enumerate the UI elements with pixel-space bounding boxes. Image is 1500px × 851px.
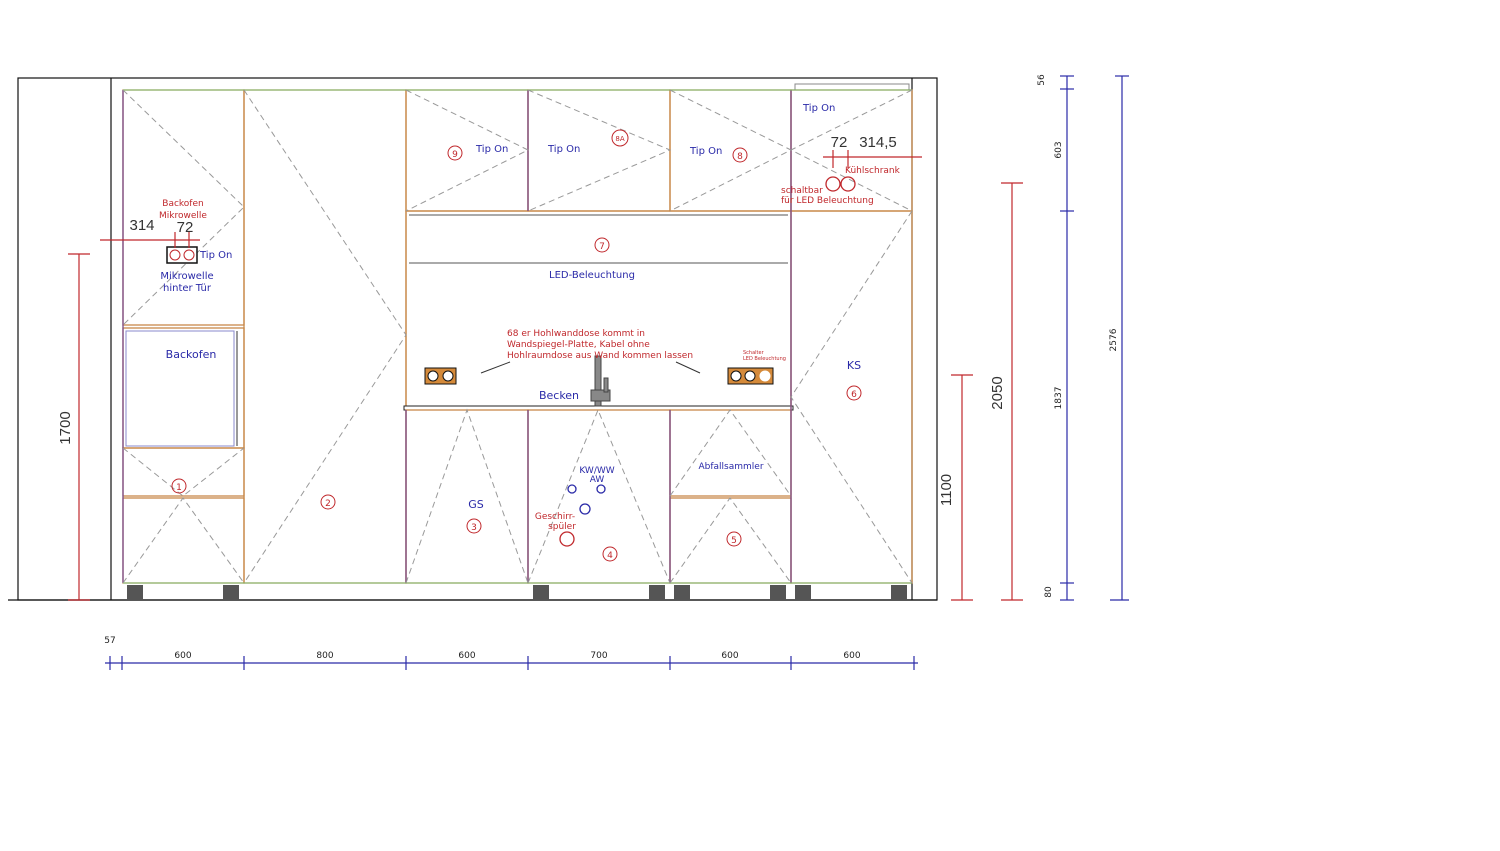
label: hinter Tür bbox=[163, 283, 212, 294]
label: 68 er Hohlwanddose kommt in bbox=[507, 329, 645, 339]
label: Kühlschrank bbox=[845, 166, 901, 176]
cabinet-number: 8 bbox=[737, 152, 743, 162]
labels: Backofen Mikrowelle Tip On Mikrowelle hi… bbox=[159, 103, 901, 532]
faucet bbox=[590, 355, 611, 407]
room-outline bbox=[8, 77, 938, 601]
dimension-label: 1837 bbox=[1054, 387, 1064, 410]
dimension-label: 603 bbox=[1054, 141, 1064, 158]
label: LED Beleuchtung bbox=[743, 356, 786, 362]
sockets bbox=[166, 246, 774, 385]
label: Schalter bbox=[743, 350, 765, 356]
label: Backofen bbox=[162, 199, 203, 209]
label: KS bbox=[847, 359, 861, 372]
label: Tip On bbox=[689, 146, 722, 157]
dimension-label: 700 bbox=[590, 651, 607, 661]
dimension-label: 80 bbox=[1044, 586, 1054, 598]
label: Tip On bbox=[475, 144, 508, 155]
label: GS bbox=[468, 498, 484, 511]
cabinet-number: 2 bbox=[325, 499, 331, 509]
cabinet-number: 8A bbox=[615, 135, 624, 143]
cabinet-number: 3 bbox=[471, 523, 477, 533]
label: KW/WW bbox=[579, 466, 614, 476]
dimension-label: 1700 bbox=[57, 411, 74, 444]
cabinet-number: 4 bbox=[607, 551, 613, 561]
pipe-connections bbox=[559, 176, 856, 547]
label: Backofen bbox=[166, 348, 217, 361]
dimension-label: 314,5 bbox=[859, 134, 897, 151]
label: Mikrowelle bbox=[159, 211, 207, 221]
label: AW bbox=[590, 475, 605, 485]
height-dimensions: 1700 1100 2050 56 603 1837 80 2576 bbox=[57, 74, 1129, 601]
label: Abfallsammler bbox=[698, 462, 763, 472]
label: Tip On bbox=[199, 250, 232, 261]
cabinet-number: 7 bbox=[599, 242, 605, 252]
cabinet-number: 6 bbox=[851, 390, 857, 400]
dimension-label: 600 bbox=[721, 651, 738, 661]
label: Becken bbox=[539, 389, 579, 402]
label: Hohlraumdose aus Wand kommen lassen bbox=[507, 351, 693, 361]
label: spüler bbox=[548, 522, 576, 532]
cabinet-number: 9 bbox=[452, 150, 458, 160]
local-dimensions: 314 72 72 314,5 bbox=[100, 134, 922, 248]
dimension-label: 72 bbox=[831, 134, 848, 151]
dimension-label: 800 bbox=[316, 651, 333, 661]
dimension-label: 2050 bbox=[989, 376, 1006, 409]
cabinet-number: 1 bbox=[176, 483, 182, 493]
width-dimensions: 57 600 800 600 700 600 600 bbox=[104, 636, 918, 670]
label: Geschirr- bbox=[535, 512, 575, 522]
cabinet-number-circles: 1 2 3 4 5 6 7 8 9 8A bbox=[171, 129, 862, 562]
label: Wandspiegel-Platte, Kabel ohne bbox=[507, 340, 650, 350]
dimension-label: 314 bbox=[129, 217, 154, 234]
dimension-label: 1100 bbox=[938, 474, 955, 506]
label: schaltbar bbox=[781, 186, 823, 196]
dimension-label: 56 bbox=[1037, 74, 1047, 86]
door-opening-lines bbox=[122, 89, 913, 584]
cabinet-number: 5 bbox=[731, 536, 737, 546]
dimension-label: 2576 bbox=[1109, 328, 1119, 351]
label: Mikrowelle bbox=[160, 271, 213, 282]
label: Tip On bbox=[547, 144, 580, 155]
dimension-label: 600 bbox=[174, 651, 191, 661]
dimension-label: 57 bbox=[104, 636, 115, 646]
dimension-label: 72 bbox=[177, 219, 194, 236]
dimension-label: 600 bbox=[843, 651, 860, 661]
cabinet-feet bbox=[127, 585, 907, 600]
dimension-label: 600 bbox=[458, 651, 475, 661]
label: LED-Beleuchtung bbox=[549, 270, 635, 281]
label: für LED Beleuchtung bbox=[781, 196, 874, 206]
label: Tip On bbox=[802, 103, 835, 114]
